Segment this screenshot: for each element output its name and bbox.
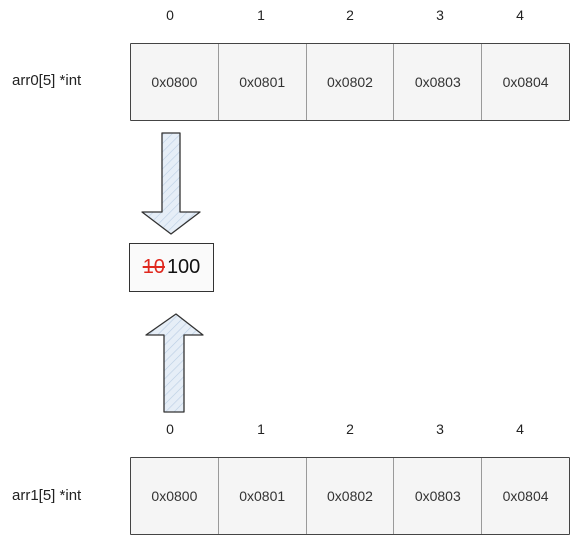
index-bottom-2: 2 — [346, 421, 354, 437]
shared-value-box: 10 100 — [129, 243, 214, 292]
index-top-1: 1 — [257, 7, 265, 23]
arr0-cell-4: 0x0804 — [502, 74, 549, 90]
arr0-cell-3: 0x0803 — [394, 44, 483, 120]
arr0-array: 0x0800 0x0801 0x0802 0x0803 0x0804 — [130, 43, 570, 121]
arr0-label: arr0[5] *int — [12, 72, 82, 89]
arr1-cell-4: 0x0804 — [502, 488, 549, 504]
index-top-0: 0 — [166, 7, 174, 23]
new-value: 100 — [166, 256, 201, 278]
index-bottom-4: 4 — [516, 421, 524, 437]
arrow-down-icon — [141, 132, 201, 235]
index-bottom-0: 0 — [166, 421, 174, 437]
index-bottom-3: 3 — [436, 421, 444, 437]
index-bottom-1: 1 — [257, 421, 265, 437]
index-top-2: 2 — [346, 7, 354, 23]
arr1-label: arr1[5] *int — [12, 487, 82, 504]
arr1-cell-1: 0x0801 — [219, 458, 307, 534]
arr1-array: 0x0800 0x0801 0x0802 0x0803 0x0804 — [130, 457, 570, 535]
arr1-cell-2: 0x0802 — [307, 458, 395, 534]
arr1-cell-0: 0x0800 — [131, 458, 219, 534]
index-top-4: 4 — [516, 7, 524, 23]
arr0-cell-2: 0x0802 — [307, 44, 395, 120]
arrow-up-icon — [145, 313, 204, 413]
arr0-cell-1: 0x0801 — [219, 44, 307, 120]
old-value: 10 — [142, 256, 165, 278]
arr0-cell-0: 0x0800 — [131, 44, 219, 120]
index-top-3: 3 — [436, 7, 444, 23]
arr1-cell-3: 0x0803 — [394, 458, 483, 534]
